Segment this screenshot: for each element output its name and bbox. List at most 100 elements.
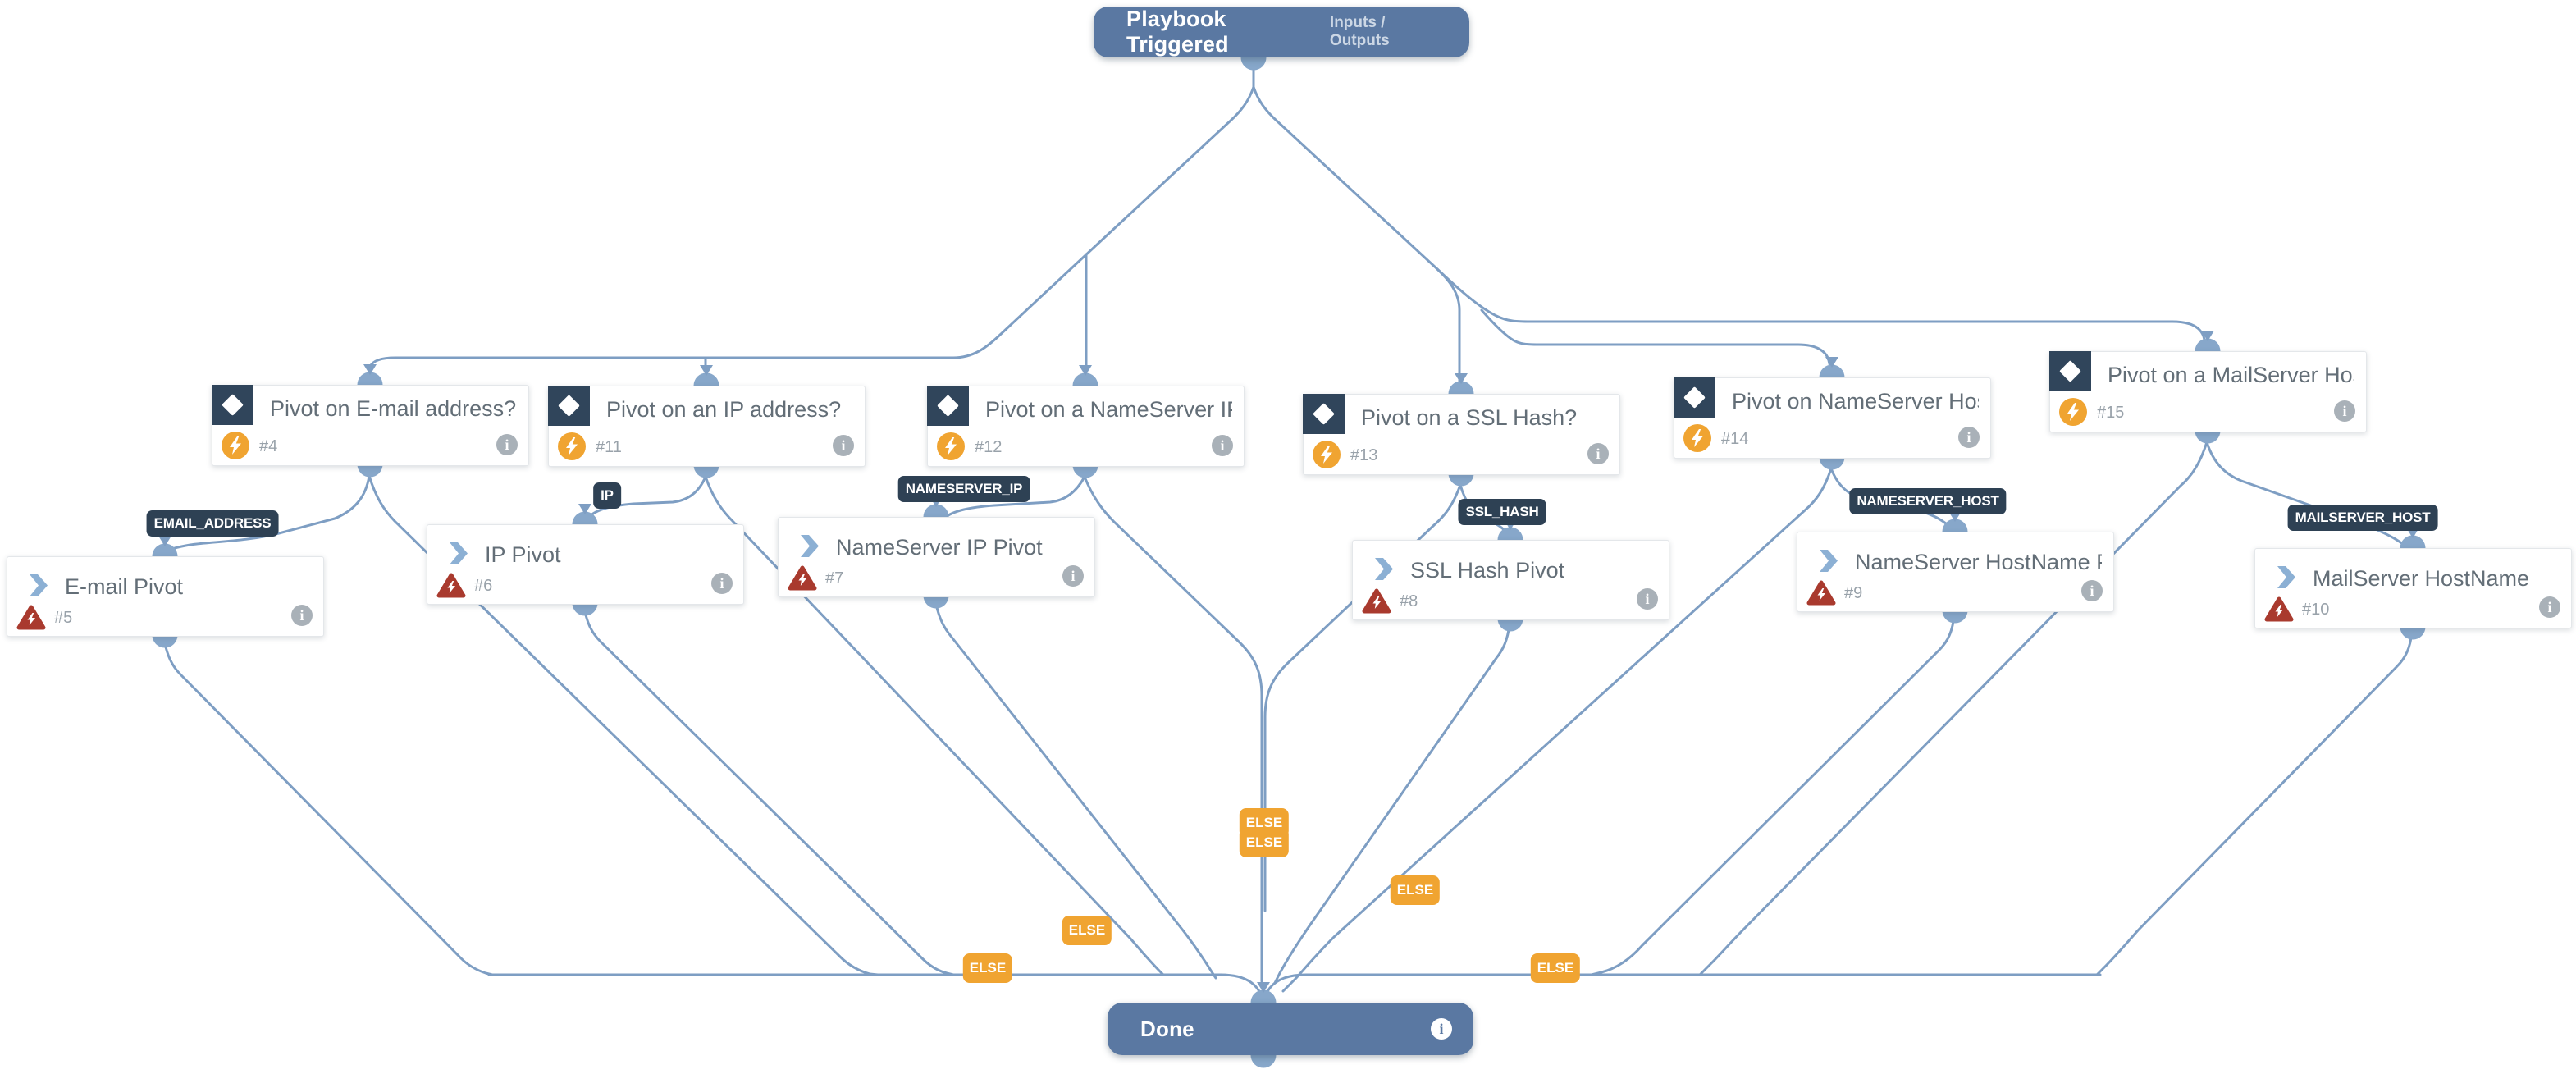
arrowhead-icon <box>1825 357 1838 368</box>
info-icon[interactable]: i <box>2539 596 2560 618</box>
info-icon[interactable]: i <box>496 434 518 455</box>
error-warning-icon <box>16 605 46 634</box>
task-number: #5 <box>54 609 73 627</box>
task-title: SSL Hash Pivot <box>1410 558 1565 583</box>
info-icon[interactable]: i <box>833 435 854 456</box>
condition-diamond-icon <box>222 394 244 416</box>
condition-branch-label: IP <box>593 482 621 509</box>
ip-question[interactable]: Pivot on an IP address? #11 i <box>548 386 866 467</box>
ssl-hash-question[interactable]: Pivot on a SSL Hash? #13 i <box>1303 394 1620 475</box>
email-question[interactable]: Pivot on E-mail address? #4 i <box>212 385 529 466</box>
ssl-hash-pivot[interactable]: SSL Hash Pivot #8 i <box>1352 540 1669 620</box>
task-title: MailServer HostName <box>2313 566 2530 591</box>
else-branch-label: ELSE <box>1390 875 1441 905</box>
task-number: #12 <box>975 438 1003 456</box>
done-title: Done <box>1140 1016 1194 1041</box>
arrowhead-icon <box>700 365 713 376</box>
nameserver-hostname-pivot[interactable]: NameServer HostName Pivot #9 i <box>1797 532 2114 612</box>
info-icon[interactable]: i <box>1062 565 1084 587</box>
else-branch-label: ELSE <box>1530 953 1581 983</box>
condition-branch-label: SSL_HASH <box>1458 499 1546 525</box>
task-title: E-mail Pivot <box>65 574 184 599</box>
task-number: #9 <box>1844 584 1863 602</box>
done-node[interactable]: Done i <box>1108 1003 1473 1055</box>
task-title: IP Pivot <box>485 542 561 567</box>
task-number: #14 <box>1721 430 1749 448</box>
nameserver-ip-pivot[interactable]: NameServer IP Pivot #7 i <box>778 517 1095 597</box>
info-icon[interactable]: i <box>2081 580 2103 601</box>
ip-pivot[interactable]: IP Pivot #6 i <box>427 524 744 605</box>
task-number: #10 <box>2302 601 2330 619</box>
error-warning-icon <box>1362 588 1391 618</box>
quiet-mode-icon <box>1313 441 1341 473</box>
condition-title: Pivot on NameServer HostName? <box>1732 389 1979 414</box>
arrowhead-icon <box>2201 331 2214 341</box>
email-pivot[interactable]: E-mail Pivot #5 i <box>7 556 324 637</box>
info-icon[interactable]: i <box>1431 1018 1452 1040</box>
task-number: #4 <box>259 437 278 455</box>
condition-branch-label: EMAIL_ADDRESS <box>146 510 279 537</box>
task-chevron-icon <box>27 574 49 601</box>
mailserver-hostname[interactable]: MailServer HostName #10 i <box>2254 548 2572 628</box>
error-warning-icon <box>1806 580 1836 610</box>
condition-title: Pivot on a NameServer IP? <box>985 397 1232 422</box>
task-number: #13 <box>1350 446 1378 464</box>
condition-header <box>2049 351 2091 391</box>
else-branch-label: ELSE <box>962 953 1013 983</box>
condition-branch-label: NAMESERVER_IP <box>897 476 1030 502</box>
quiet-mode-icon <box>2059 398 2087 430</box>
trigger-node[interactable]: Playbook Triggered Inputs / Outputs <box>1094 7 1469 57</box>
info-icon[interactable]: i <box>711 573 733 594</box>
task-chevron-icon <box>2275 566 2297 592</box>
task-chevron-icon <box>1372 558 1395 584</box>
arrowhead-icon <box>1455 373 1468 384</box>
condition-diamond-icon <box>1683 386 1706 409</box>
task-chevron-icon <box>447 542 469 569</box>
edges <box>162 56 2414 995</box>
condition-branch-label: NAMESERVER_HOST <box>1849 488 2007 514</box>
nameserver-ip-question[interactable]: Pivot on a NameServer IP? #12 i <box>927 386 1245 467</box>
mailserver-hostname-question[interactable]: Pivot on a MailServer HostName? #15 i <box>2049 351 2367 432</box>
info-icon[interactable]: i <box>1212 435 1233 456</box>
inputs-outputs-button[interactable]: Inputs / Outputs <box>1329 14 1390 49</box>
error-warning-icon <box>788 565 817 595</box>
quiet-mode-icon <box>222 432 249 464</box>
task-number: #6 <box>474 577 493 595</box>
nameserver-hostname-question[interactable]: Pivot on NameServer HostName? #14 i <box>1674 377 1991 459</box>
else-branch-label: ELSE <box>1062 916 1112 945</box>
error-warning-icon <box>436 573 466 602</box>
task-chevron-icon <box>1817 550 1839 576</box>
task-number: #11 <box>596 438 622 456</box>
condition-title: Pivot on a MailServer HostName? <box>2108 363 2354 387</box>
quiet-mode-icon <box>558 432 586 464</box>
arrowhead-icon <box>158 536 171 546</box>
task-number: #7 <box>825 569 844 587</box>
task-title: NameServer HostName Pivot <box>1855 550 2102 574</box>
error-warning-icon <box>2264 596 2294 626</box>
task-number: #15 <box>2097 404 2125 422</box>
trigger-title: Playbook Triggered <box>1126 7 1229 57</box>
quiet-mode-icon <box>937 432 965 464</box>
condition-header <box>927 386 969 426</box>
arrowhead-icon <box>363 364 377 375</box>
info-icon[interactable]: i <box>291 605 313 626</box>
condition-title: Pivot on E-mail address? <box>270 396 517 421</box>
info-icon[interactable]: i <box>1958 427 1980 448</box>
arrowhead-icon <box>1257 982 1270 993</box>
condition-header <box>1674 377 1715 418</box>
info-icon[interactable]: i <box>2334 400 2355 422</box>
info-icon[interactable]: i <box>1587 443 1609 464</box>
condition-diamond-icon <box>937 395 959 417</box>
task-number: #8 <box>1400 592 1418 610</box>
info-icon[interactable]: i <box>1637 588 1658 610</box>
condition-diamond-icon <box>1313 403 1335 425</box>
condition-header <box>212 385 253 425</box>
arrowhead-icon <box>578 504 591 514</box>
condition-diamond-icon <box>2059 360 2081 382</box>
task-title: NameServer IP Pivot <box>836 535 1043 560</box>
condition-branch-label: MAILSERVER_HOST <box>2287 505 2438 531</box>
quiet-mode-icon <box>1683 424 1711 456</box>
condition-title: Pivot on a SSL Hash? <box>1361 405 1578 430</box>
